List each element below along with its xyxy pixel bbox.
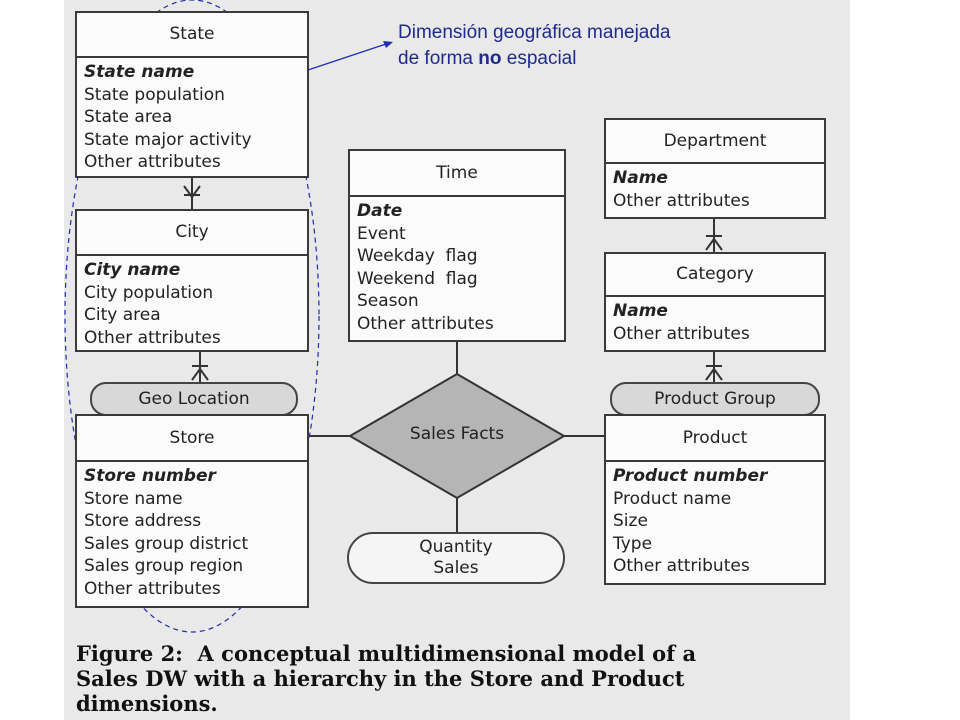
entity-attribute: Event: [357, 223, 406, 244]
entity-key-attribute: Name: [613, 168, 668, 188]
annotation-note: Dimensión geográfica manejada de forma n…: [398, 20, 778, 72]
relationship-geo-location: Geo Location: [90, 382, 298, 416]
entity-attribute: State area: [84, 107, 173, 127]
crowfoot-city-state: [183, 185, 201, 199]
annotation-line: Dimensión geográfica manejada: [398, 22, 671, 43]
entity-attribute: Other attributes: [613, 190, 750, 211]
entity-attribute: Weekend flag: [357, 268, 478, 289]
entity-key-attribute: City name: [84, 260, 181, 280]
entity-attribute: Sales group district: [84, 533, 249, 554]
annotation-text: de forma: [398, 48, 479, 69]
entity-attribute: Weekday flag: [357, 246, 478, 266]
entity-attribute: Other attributes: [613, 323, 750, 344]
fact-measure: Quantity Sales: [347, 532, 565, 584]
measure-line: Sales: [433, 558, 479, 578]
caption-line: dimensions.: [76, 691, 218, 716]
entity-attribute: City population: [84, 282, 214, 303]
annotation-arrowhead: [383, 41, 393, 48]
entity-title: Store: [77, 416, 307, 462]
entity-attribute: State population: [84, 84, 225, 105]
entity-title: Time: [350, 151, 564, 197]
figure-caption: Figure 2: A conceptual multidimensional …: [76, 641, 846, 716]
relationship-product-group: Product Group: [610, 382, 820, 416]
entity-department: Department Name Other attributes: [604, 118, 826, 219]
entity-attribute: Sales group region: [84, 556, 244, 576]
entity-attribute: Type: [613, 533, 653, 554]
entity-key-attribute: Date: [357, 201, 403, 221]
entity-attribute: City area: [84, 305, 161, 325]
entity-key-attribute: Store number: [84, 466, 216, 486]
entity-title: City: [77, 211, 307, 256]
crowfoot-category-department: [705, 235, 723, 251]
entity-time: Time Date Event Weekday flag Weekend fla…: [348, 149, 566, 342]
entity-attribute: Season: [357, 291, 419, 311]
entity-store: Store Store number Store name Store addr…: [75, 414, 309, 608]
caption-line: Figure 2: A conceptual multidimensional …: [76, 641, 697, 666]
entity-city: City City name City population City area…: [75, 209, 309, 352]
caption-line: Sales DW with a hierarchy in the Store a…: [76, 666, 685, 691]
entity-attribute: Size: [613, 511, 648, 531]
entity-attribute: Other attributes: [613, 556, 750, 576]
entity-attribute: Product name: [613, 488, 732, 509]
annotation-text: espacial: [501, 48, 577, 69]
annotation-emphasis: no: [478, 48, 502, 69]
entity-title: Category: [606, 254, 824, 297]
fact-name: Sales Facts: [409, 424, 505, 444]
crowfoot-geolocation-city: [191, 365, 209, 381]
entity-key-attribute: State name: [84, 62, 195, 82]
entity-title: Product: [606, 416, 824, 462]
entity-category: Category Name Other attributes: [604, 252, 826, 352]
fact-diamond: [348, 372, 566, 500]
entity-state: State State name State population State …: [75, 11, 309, 178]
entity-attribute: Store address: [84, 511, 202, 531]
crowfoot-productgroup-category: [705, 365, 723, 381]
entity-attribute: Other attributes: [84, 152, 221, 172]
entity-product: Product Product number Product name Size…: [604, 414, 826, 585]
entity-attribute: Store name: [84, 488, 183, 509]
entity-attribute: Other attributes: [84, 578, 221, 599]
measure-line: Quantity: [419, 537, 493, 557]
entity-title: State: [77, 13, 307, 58]
entity-attribute: Other attributes: [84, 327, 221, 348]
entity-title: Department: [606, 120, 824, 164]
entity-attribute: Other attributes: [357, 313, 494, 334]
entity-attribute: State major activity: [84, 129, 252, 150]
geographic-hierarchy-highlight: [64, 0, 320, 633]
annotation-line: de forma no espacial: [398, 46, 778, 72]
entity-key-attribute: Product number: [613, 466, 768, 486]
entity-key-attribute: Name: [613, 301, 668, 321]
